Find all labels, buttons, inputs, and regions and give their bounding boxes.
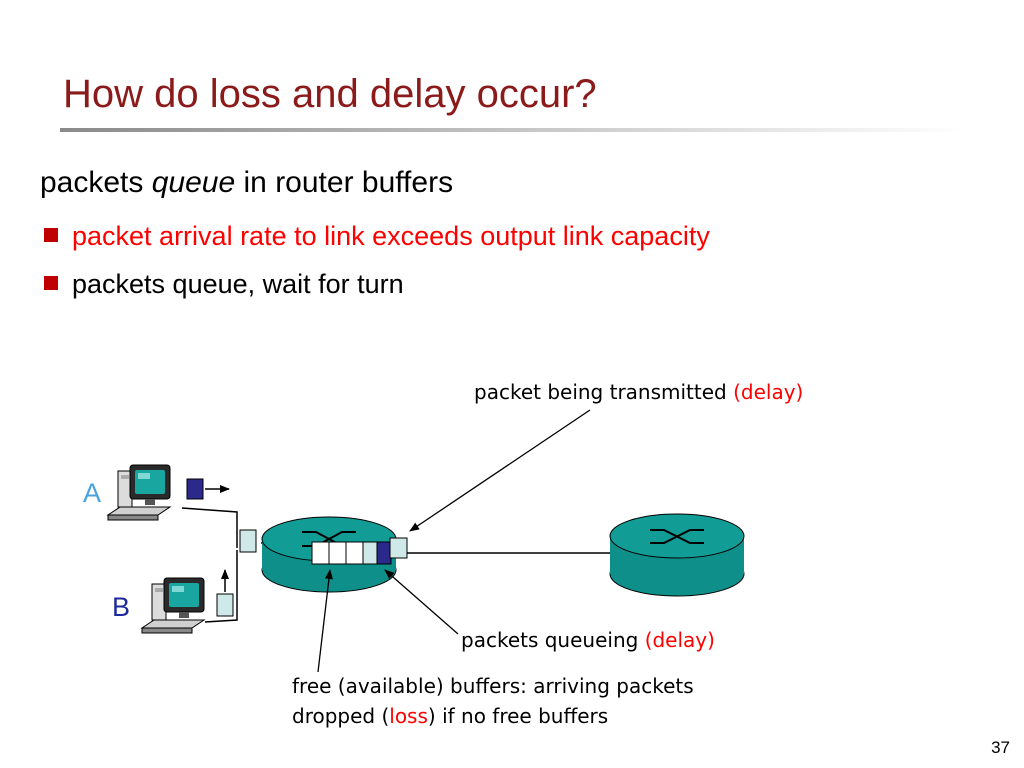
host-a-link [181, 507, 238, 548]
host-b-packet [216, 593, 234, 617]
transmitted-packet [389, 537, 408, 559]
host-b-letter: B [112, 592, 131, 622]
slide-title: How do loss and delay occur? [63, 72, 597, 116]
host-b-computer-icon [141, 577, 205, 634]
host-b-label: B [112, 592, 130, 623]
intro-line: packets queue in router buffers [40, 166, 453, 200]
title-underline [60, 128, 965, 132]
bullet-arrival-rate: packet arrival rate to link exceeds outp… [44, 221, 710, 252]
router-2-icon [609, 513, 745, 597]
transmitted-callout-arrow [409, 409, 591, 532]
bullet-square-icon [44, 228, 58, 242]
page-number: 37 [991, 738, 1010, 757]
callout-queueing: packets queueing (delay) [461, 628, 715, 652]
loss-after: ) if no free buffers [427, 704, 609, 728]
loss-word: loss [389, 704, 428, 728]
host-a-computer-icon [107, 464, 171, 521]
incoming-packet [239, 529, 257, 553]
intro-before: packets [40, 166, 152, 199]
callout-transmitted: packet being transmitted (delay) [474, 380, 803, 404]
bullet-square-icon [44, 276, 58, 290]
host-b-link [204, 550, 238, 623]
loss-before: dropped ( [292, 704, 390, 728]
intro-after: in router buffers [235, 166, 454, 199]
free-buffers-callout-arrow [317, 569, 333, 673]
intro-emphasis: queue [151, 166, 236, 199]
callout-queueing-text: packets queueing [461, 628, 645, 652]
queueing-callout-arrow [384, 569, 459, 635]
callout-transmitted-text: packet being transmitted [474, 380, 734, 404]
bullet-text: packet arrival rate to link exceeds outp… [72, 221, 710, 251]
host-a-label: A [83, 478, 101, 509]
host-a-letter: A [83, 478, 102, 508]
callout-free-buffers-line1: free (available) buffers: arriving packe… [292, 674, 694, 698]
bullet-packets-queue: packets queue, wait for turn [44, 269, 404, 300]
callout-transmitted-delay: (delay) [733, 380, 804, 404]
callout-free-buffers-line2: dropped (loss) if no free buffers [292, 704, 608, 728]
bullet-text: packets queue, wait for turn [72, 269, 404, 299]
router-buffer-queue [311, 541, 392, 565]
host-a-packet [186, 478, 204, 500]
callout-queueing-delay: (delay) [644, 628, 715, 652]
